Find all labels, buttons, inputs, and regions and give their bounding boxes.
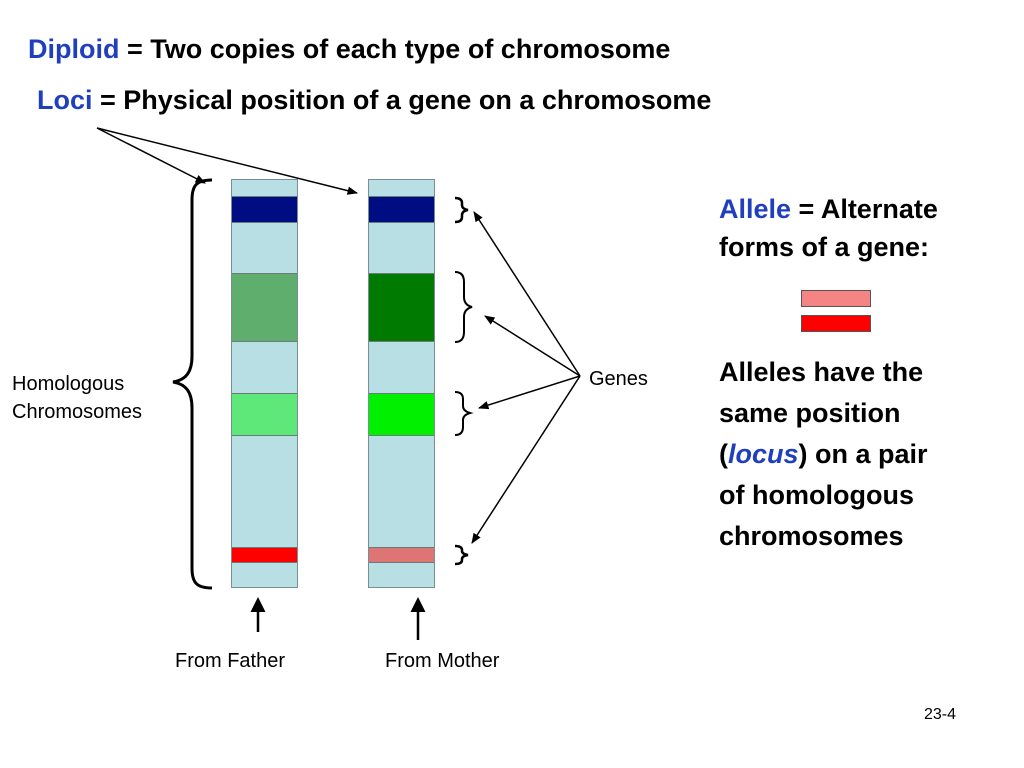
gene2-father-band — [232, 273, 297, 342]
gene1-father-band — [232, 196, 297, 223]
from-mother-label: From Mother — [385, 650, 500, 672]
loci-arrow-father — [96, 127, 206, 184]
gene4-father-band — [232, 547, 297, 563]
homologous-label-line1: Homologous — [12, 373, 125, 395]
allele-term: Allele — [719, 194, 792, 224]
loci-definition-text: = Physical position of a gene on a chrom… — [92, 85, 712, 115]
allele-definition-part1: = Alternate — [791, 194, 938, 224]
diploid-definition: Diploid = Two copies of each type of chr… — [28, 34, 670, 65]
diploid-definition-text: = Two copies of each type of chromosome — [119, 34, 671, 64]
allele-swatch-light-red — [801, 290, 871, 307]
locus-term: locus — [728, 439, 799, 469]
loci-arrow-mother — [96, 127, 359, 195]
alleles-note-line3: ) on a pair — [798, 439, 928, 469]
genes-arrow-1 — [473, 211, 581, 377]
gene2-brace — [454, 271, 473, 343]
from-father-label: From Father — [175, 650, 286, 672]
chromosome-father — [231, 179, 298, 588]
gene2-mother-band — [369, 273, 434, 342]
allele-swatch-red — [801, 315, 871, 332]
gene3-mother-band — [369, 393, 434, 436]
diploid-term: Diploid — [28, 34, 120, 64]
loci-term: Loci — [37, 85, 93, 115]
homologous-label-line2: Chromosomes — [12, 401, 143, 423]
gene1-mother-band — [369, 196, 434, 223]
gene3-father-band — [232, 393, 297, 436]
genes-label: Genes — [589, 368, 648, 390]
homologous-chromosomes-label: Homologous Chromosomes — [12, 370, 142, 426]
allele-definition-part2: forms of a gene: — [719, 232, 930, 262]
alleles-note: Alleles have the same position (locus) o… — [719, 352, 1019, 557]
gene4-brace — [454, 544, 469, 566]
loci-definition: Loci = Physical position of a gene on a … — [37, 85, 711, 116]
homologous-brace — [172, 178, 213, 590]
genes-arrow-4 — [471, 375, 581, 544]
page-number: 23-4 — [924, 706, 957, 723]
genes-arrow-2 — [484, 315, 581, 377]
alleles-note-line2: same position — [719, 398, 901, 428]
allele-definition: Allele = Alternate forms of a gene: — [719, 190, 1019, 266]
alleles-note-line5: chromosomes — [719, 521, 904, 551]
genes-arrow-3 — [477, 375, 581, 410]
alleles-note-line1: Alleles have the — [719, 357, 924, 387]
chromosome-mother — [368, 179, 435, 588]
alleles-note-line4: of homologous — [719, 480, 914, 510]
gene1-brace — [454, 196, 469, 224]
gene3-brace — [454, 391, 474, 436]
gene4-mother-band — [369, 547, 434, 563]
alleles-note-open-paren: ( — [719, 439, 728, 469]
